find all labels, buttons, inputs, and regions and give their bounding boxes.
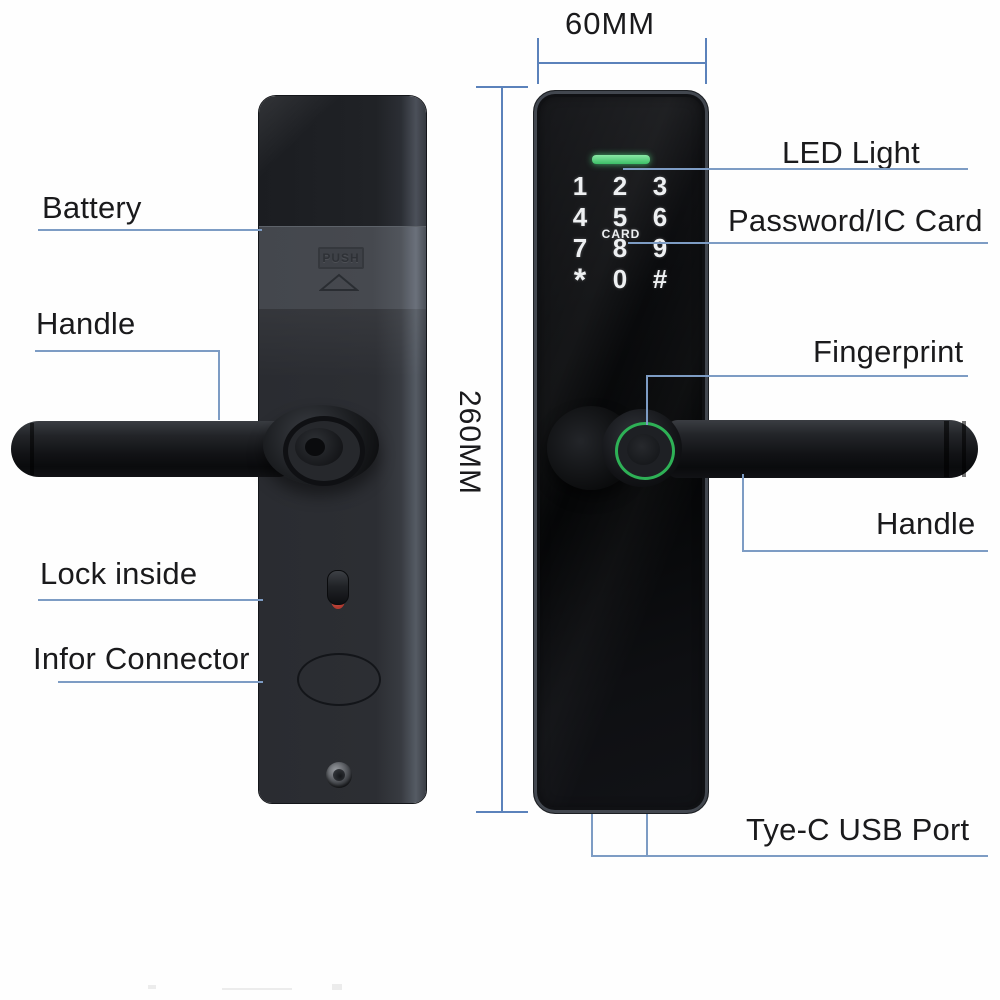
height-dimension-line bbox=[501, 87, 503, 813]
password-callout-line bbox=[628, 242, 988, 244]
keypad-key-8: 8 bbox=[612, 233, 628, 263]
usb-callout-line-v1 bbox=[591, 812, 593, 857]
keypad-key-0: 0 bbox=[612, 264, 628, 294]
fingerprint-sensor-window bbox=[627, 434, 660, 465]
keypad-key-9: 9 bbox=[652, 233, 668, 263]
lock-inside-callout-line bbox=[38, 599, 263, 601]
keypad-key-2: 2 bbox=[612, 171, 628, 201]
outside-handle-groove-2 bbox=[962, 421, 966, 477]
led-light-callout-line bbox=[623, 168, 968, 170]
keypad-key-5: 5 bbox=[612, 202, 628, 232]
outside-handle-groove bbox=[944, 421, 949, 477]
height-dimension-label: 260MM bbox=[453, 390, 486, 496]
lock-inside-label: Lock inside bbox=[40, 556, 198, 591]
infor-connector-oval bbox=[297, 653, 381, 706]
inside-top-glass-panel bbox=[259, 96, 426, 226]
usb-callout-line-v2 bbox=[646, 812, 648, 857]
usb-callout-line-h bbox=[591, 855, 988, 857]
card-label: CARD bbox=[601, 227, 641, 241]
keypad-key-7: 7 bbox=[572, 233, 588, 263]
infor-connector-callout-line bbox=[58, 681, 263, 683]
keypad-key-4: 4 bbox=[572, 202, 588, 232]
fingerprint-callout-line-v bbox=[646, 375, 648, 425]
faint-watermark-dot bbox=[332, 984, 342, 990]
outside-handle-callout-line-v bbox=[742, 474, 744, 552]
battery-label: Battery bbox=[42, 190, 142, 225]
width-dimension-tick-right bbox=[705, 38, 707, 84]
keypad: 1 2 3 4 5 6 7 8 9 * 0 # bbox=[560, 171, 680, 298]
faint-watermark bbox=[148, 985, 156, 989]
height-dimension-tick-bottom bbox=[476, 811, 528, 813]
push-arrow-icon bbox=[318, 273, 360, 297]
keypad-key-6: 6 bbox=[652, 202, 668, 232]
privacy-toggle-switch bbox=[327, 570, 349, 605]
height-dimension-tick-top bbox=[476, 86, 528, 88]
inside-lock-body: PUSH bbox=[258, 95, 427, 804]
keypad-key-1: 1 bbox=[572, 171, 588, 201]
inside-handle-callout-line-v bbox=[218, 350, 220, 420]
fingerprint-label: Fingerprint bbox=[813, 334, 964, 369]
inside-handle-label: Handle bbox=[36, 306, 136, 341]
width-dimension-label: 60MM bbox=[565, 6, 656, 41]
led-light-label: LED Light bbox=[782, 135, 920, 170]
outside-handle-label: Handle bbox=[876, 506, 976, 541]
inside-handle-groove bbox=[30, 423, 34, 475]
bottom-screw bbox=[326, 762, 352, 788]
led-light-bar bbox=[592, 155, 650, 164]
inside-handle-callout-line-h bbox=[35, 350, 220, 352]
screw-core bbox=[333, 769, 345, 781]
inside-handle-hub-center bbox=[305, 438, 325, 456]
fingerprint-callout-line-h bbox=[646, 375, 968, 377]
battery-callout-line bbox=[38, 229, 262, 231]
faint-watermark-line bbox=[222, 988, 292, 990]
battery-cover bbox=[259, 226, 426, 313]
password-ic-card-label: Password/IC Card bbox=[728, 203, 983, 238]
width-dimension-line bbox=[537, 62, 707, 64]
keypad-key-hash: # bbox=[652, 264, 668, 294]
push-button-label: PUSH bbox=[318, 247, 364, 269]
infor-connector-label: Infor Connector bbox=[33, 641, 250, 676]
keypad-key-star: * bbox=[573, 261, 587, 298]
usb-port-label: Tye-C USB Port bbox=[746, 812, 970, 847]
keypad-key-3: 3 bbox=[652, 171, 668, 201]
outside-handle-bar bbox=[666, 420, 978, 478]
inside-main-body bbox=[259, 309, 426, 803]
outside-handle-callout-line-h bbox=[742, 550, 988, 552]
inside-handle-bar bbox=[11, 421, 291, 477]
width-dimension-tick-left bbox=[537, 38, 539, 84]
